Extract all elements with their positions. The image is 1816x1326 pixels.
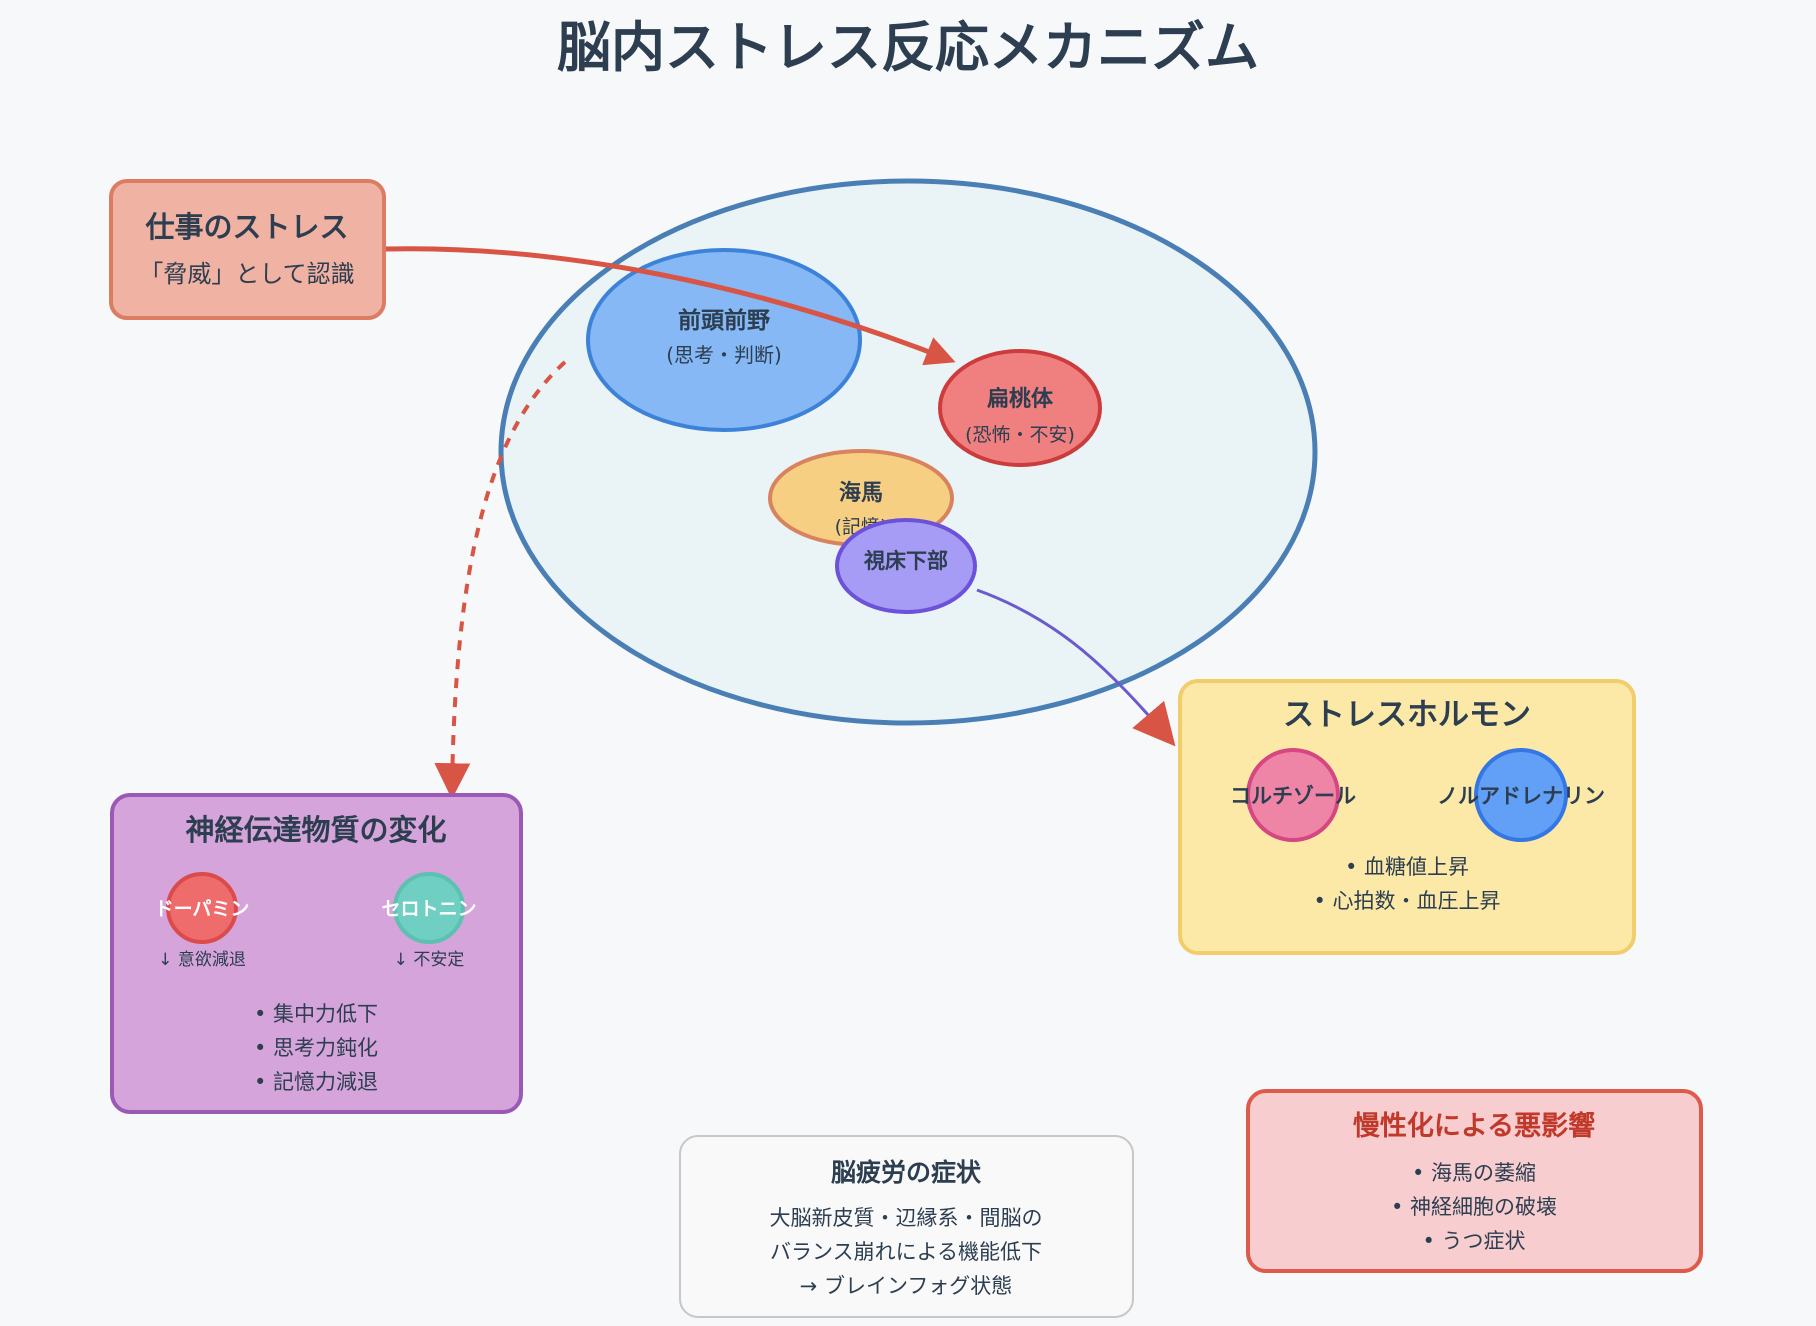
brain-outline	[498, 178, 1318, 726]
stress-to-amygdala-arrow	[385, 246, 956, 366]
noradrenaline-circle	[1474, 748, 1568, 842]
noradrenaline-label: ノルアドレナリン	[1437, 784, 1605, 808]
hypothalamus-title: 視床下部	[863, 549, 948, 573]
hormone-effect-1: • 血糖値上昇	[1345, 855, 1469, 879]
serotonin-effect: ↓ 不安定	[394, 950, 465, 970]
brain-fatigue-line-1: 大脳新皮質・辺縁系・間脳の	[770, 1206, 1043, 1230]
prefrontal-to-neuro-arrow	[434, 360, 567, 800]
stress-hormones-title: ストレスホルモン	[1283, 697, 1531, 733]
work-stress-subtitle: 「脅威」として認識	[139, 260, 354, 288]
hippocampus-title: 海馬	[839, 480, 883, 506]
cortisol-circle	[1246, 748, 1340, 842]
chronic-effect-3: • うつ症状	[1422, 1229, 1525, 1253]
stress-hormones-box: ストレスホルモン コルチゾール ノルアドレナリン • 血糖値上昇 • 心拍数・血…	[1178, 679, 1636, 955]
prefrontal-subtitle: (思考・判断)	[666, 343, 782, 367]
neuro-effect-2: • 思考力鈍化	[254, 1036, 378, 1060]
chronic-effects-box: 慢性化による悪影響 • 海馬の萎縮 • 神経細胞の破壊 • うつ症状	[1246, 1089, 1703, 1273]
brain-fatigue-box: 脳疲労の症状 大脳新皮質・辺縁系・間脳の バランス崩れによる機能低下 → ブレイ…	[679, 1135, 1134, 1318]
neuro-effect-1: • 集中力低下	[254, 1002, 378, 1026]
serotonin-label: セロトニン	[381, 898, 476, 920]
work-stress-title: 仕事のストレス	[144, 210, 348, 244]
amygdala-title: 扁桃体	[987, 387, 1054, 412]
hypothalamus-to-hormones-arrow	[976, 588, 1176, 747]
brain-fatigue-line-3: → ブレインフォグ状態	[800, 1274, 1013, 1298]
chronic-effect-2: • 神経細胞の破壊	[1391, 1195, 1557, 1219]
dopamine-label: ドーパミン	[155, 898, 250, 920]
prefrontal-title: 前頭前野	[678, 307, 770, 334]
prefrontal-cortex-node: 前頭前野 (思考・判断)	[586, 248, 862, 432]
brain-fatigue-title: 脳疲労の症状	[831, 1158, 982, 1187]
hormone-effect-2: • 心拍数・血圧上昇	[1313, 889, 1500, 913]
amygdala-node: 扁桃体 (恐怖・不安)	[938, 349, 1102, 467]
neurotransmitter-box: 神経伝達物質の変化 ドーパミン ↓ 意欲減退 セロトニン ↓ 不安定 • 集中力…	[110, 793, 523, 1114]
chronic-effects-title: 慢性化による悪影響	[1353, 1110, 1595, 1142]
amygdala-subtitle: (恐怖・不安)	[965, 424, 1075, 446]
hypothalamus-node: 視床下部	[835, 518, 977, 614]
cortisol-label: コルチゾール	[1230, 784, 1356, 808]
page-title: 脳内ストレス反応メカニズム	[557, 16, 1259, 79]
neuro-effect-3: • 記憶力減退	[254, 1070, 378, 1094]
neurotransmitter-title: 神経伝達物質の変化	[185, 813, 446, 847]
work-stress-box: 仕事のストレス 「脅威」として認識	[109, 179, 386, 320]
brain-fatigue-line-2: バランス崩れによる機能低下	[770, 1240, 1042, 1264]
chronic-effect-1: • 海馬の萎縮	[1412, 1161, 1536, 1185]
serotonin-circle	[393, 872, 465, 944]
dopamine-circle	[166, 872, 238, 944]
dopamine-effect: ↓ 意欲減退	[158, 950, 246, 970]
